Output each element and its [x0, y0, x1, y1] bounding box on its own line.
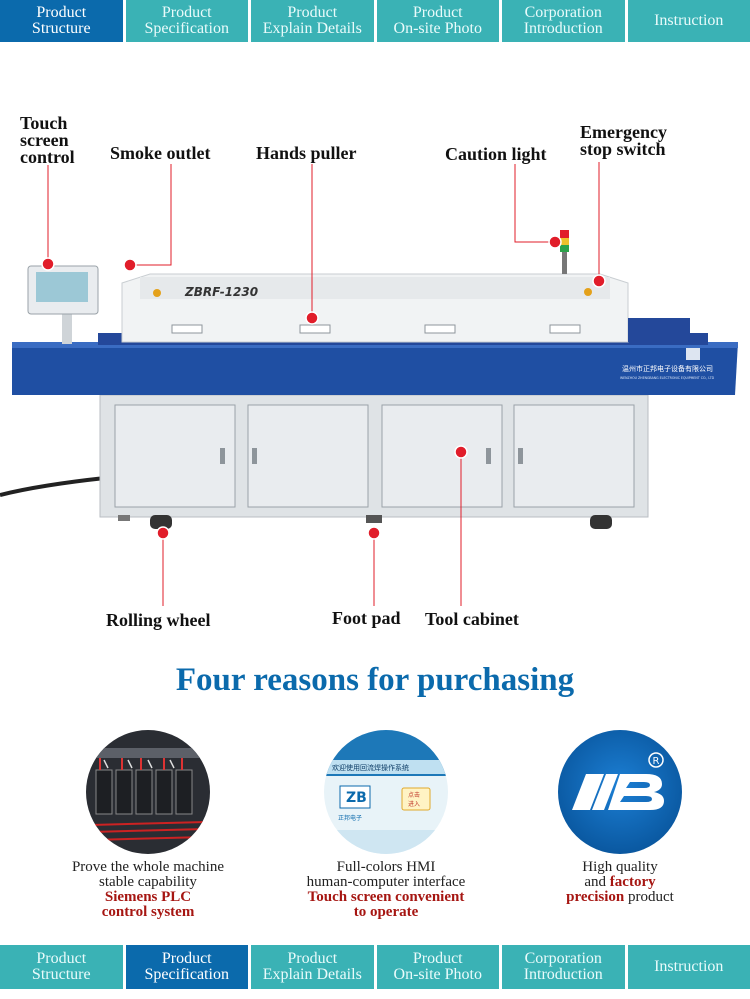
- reason-3-line-2-pre: and: [584, 874, 610, 890]
- reason-hmi: 欢迎使用回流焊操作系统 ZB 正邦电子 点击 进入 Full-colors HM…: [266, 730, 506, 920]
- callout-touch-screen: Touch screen control: [20, 113, 75, 167]
- reason-2-accent-1: Touch screen convenient: [307, 889, 465, 905]
- cabinet-door-2: [247, 404, 369, 508]
- hmi-banner: 欢迎使用回流焊操作系统: [332, 763, 409, 772]
- svg-text:ZB: ZB: [346, 790, 367, 806]
- plc-photo: [86, 730, 210, 854]
- bottom-tab-bar: Product Structure Product Specification …: [0, 945, 750, 989]
- tab-product-structure[interactable]: Product Structure: [0, 0, 123, 42]
- foot-left: [118, 515, 130, 521]
- tab-product-explain-details-bottom[interactable]: Product Explain Details: [251, 945, 374, 989]
- leader-smoke-outlet: [130, 164, 172, 266]
- caution-light-green: [560, 245, 569, 252]
- reason-1-accent-2: control system: [101, 904, 195, 920]
- cabinet-door-1: [114, 404, 236, 508]
- door-handle-2: [252, 448, 257, 464]
- caution-light-pole: [562, 252, 567, 274]
- cabinet-door-3: [381, 404, 503, 508]
- hood-top-panel: [140, 277, 610, 299]
- reason-3-line-3: precision product: [500, 890, 740, 905]
- tab-product-onsite-photo-bottom[interactable]: Product On-site Photo: [376, 945, 499, 989]
- foot-pad-shape: [366, 515, 382, 523]
- tab-corporation-introduction[interactable]: Corporation Introduction: [502, 0, 625, 42]
- section-title: Four reasons for purchasing: [175, 662, 575, 698]
- callout-emergency-stop: Emergency stop switch: [580, 122, 667, 159]
- reason-2-accent-2: to operate: [353, 904, 419, 920]
- company-logo-badge: [686, 348, 700, 360]
- reason-1-line-1: Prove the whole machine: [71, 859, 225, 875]
- hmi-brand: 正邦电子: [338, 814, 362, 822]
- cabinet-door-4: [513, 404, 635, 508]
- hood-handle-3: [424, 324, 456, 334]
- company-nameplate: 温州市正邦电子设备有限公司: [622, 364, 713, 373]
- callout-tool-cabinet: Tool cabinet: [425, 609, 519, 629]
- tab-product-onsite-photo[interactable]: Product On-site Photo: [376, 0, 499, 42]
- reason-2-line-2: human-computer interface: [306, 874, 466, 890]
- tab-product-specification[interactable]: Product Specification: [125, 0, 248, 42]
- reason-plc: Prove the whole machine stable capabilit…: [28, 730, 268, 920]
- door-handle-1: [220, 448, 225, 464]
- svg-text:R: R: [653, 756, 660, 767]
- tab-instruction-bottom[interactable]: Instruction: [627, 945, 750, 989]
- marker-smoke-outlet: [123, 258, 137, 272]
- top-tab-bar: Product Structure Product Specification …: [0, 0, 750, 42]
- blue-conveyor-body: [12, 342, 738, 395]
- hmi-photo: 欢迎使用回流焊操作系统 ZB 正邦电子 点击 进入: [324, 730, 448, 854]
- marker-touch-screen: [41, 257, 55, 271]
- hood-handle-2: [299, 324, 331, 334]
- power-cable: [0, 476, 106, 497]
- hood-emergency-button-right: [584, 288, 592, 296]
- reason-quality: R High quality and factory precision pro…: [500, 730, 740, 905]
- tab-corporation-introduction-bottom[interactable]: Corporation Introduction: [502, 945, 625, 989]
- zb-logo-icon: R: [572, 752, 664, 810]
- plc-wiring-image: [86, 730, 210, 854]
- hmi-screen-image: 欢迎使用回流焊操作系统 ZB 正邦电子 点击 进入: [324, 730, 448, 854]
- caution-light-yellow: [560, 238, 569, 245]
- hood-handle-1: [171, 324, 203, 334]
- brand-logo-circle: R: [558, 730, 682, 854]
- callout-foot-pad: Foot pad: [332, 608, 401, 628]
- marker-tool-cabinet: [454, 445, 468, 459]
- reason-3-line-3-post: product: [624, 889, 674, 905]
- rolling-wheel-right: [590, 515, 612, 529]
- touch-screen-display: [36, 272, 88, 302]
- company-nameplate-en: WENZHOU ZHENGBANG ELECTRONIC EQUIPMENT C…: [620, 376, 715, 380]
- reason-3-line-2: and factory: [500, 875, 740, 890]
- reason-2-line-1: Full-colors HMI: [336, 859, 436, 875]
- reason-3-line-2-accent: factory: [609, 874, 656, 890]
- reflow-oven-illustration: ZBRF-1230 温州市正邦电子设备有限公司 WENZHOU ZHENGBAN…: [0, 162, 738, 606]
- marker-foot-pad: [367, 526, 381, 540]
- svg-text:进入: 进入: [408, 800, 420, 808]
- reason-3-line-1: High quality: [582, 859, 658, 875]
- leader-caution-light: [514, 164, 555, 243]
- tab-product-structure-bottom[interactable]: Product Structure: [0, 945, 123, 989]
- reason-3-line-3-accent: precision: [566, 889, 625, 905]
- callout-hands-puller: Hands puller: [256, 143, 357, 163]
- door-handle-4: [518, 448, 523, 464]
- caution-light-red: [560, 230, 569, 238]
- callout-smoke-outlet: Smoke outlet: [110, 143, 211, 163]
- right-end-block: [628, 318, 690, 342]
- tab-product-explain-details[interactable]: Product Explain Details: [251, 0, 374, 42]
- tab-product-specification-bottom[interactable]: Product Specification: [125, 945, 248, 989]
- marker-caution-light: [548, 235, 562, 249]
- hood-emergency-button-left: [153, 289, 161, 297]
- hood-handle-4: [549, 324, 581, 334]
- svg-text:点击: 点击: [408, 791, 420, 799]
- marker-hands-puller: [305, 311, 319, 325]
- marker-emergency: [592, 274, 606, 288]
- reason-1-accent-1: Siemens PLC: [104, 889, 192, 905]
- door-handle-3: [486, 448, 491, 464]
- marker-rolling-wheel: [156, 526, 170, 540]
- model-label: ZBRF-1230: [184, 285, 258, 299]
- tab-instruction[interactable]: Instruction: [627, 0, 750, 42]
- touch-screen-arm: [62, 312, 72, 344]
- callout-rolling-wheel: Rolling wheel: [106, 610, 211, 630]
- callout-caution-light: Caution light: [445, 144, 547, 164]
- rolling-wheel-left: [150, 515, 172, 529]
- reason-1-line-2: stable capability: [99, 874, 197, 890]
